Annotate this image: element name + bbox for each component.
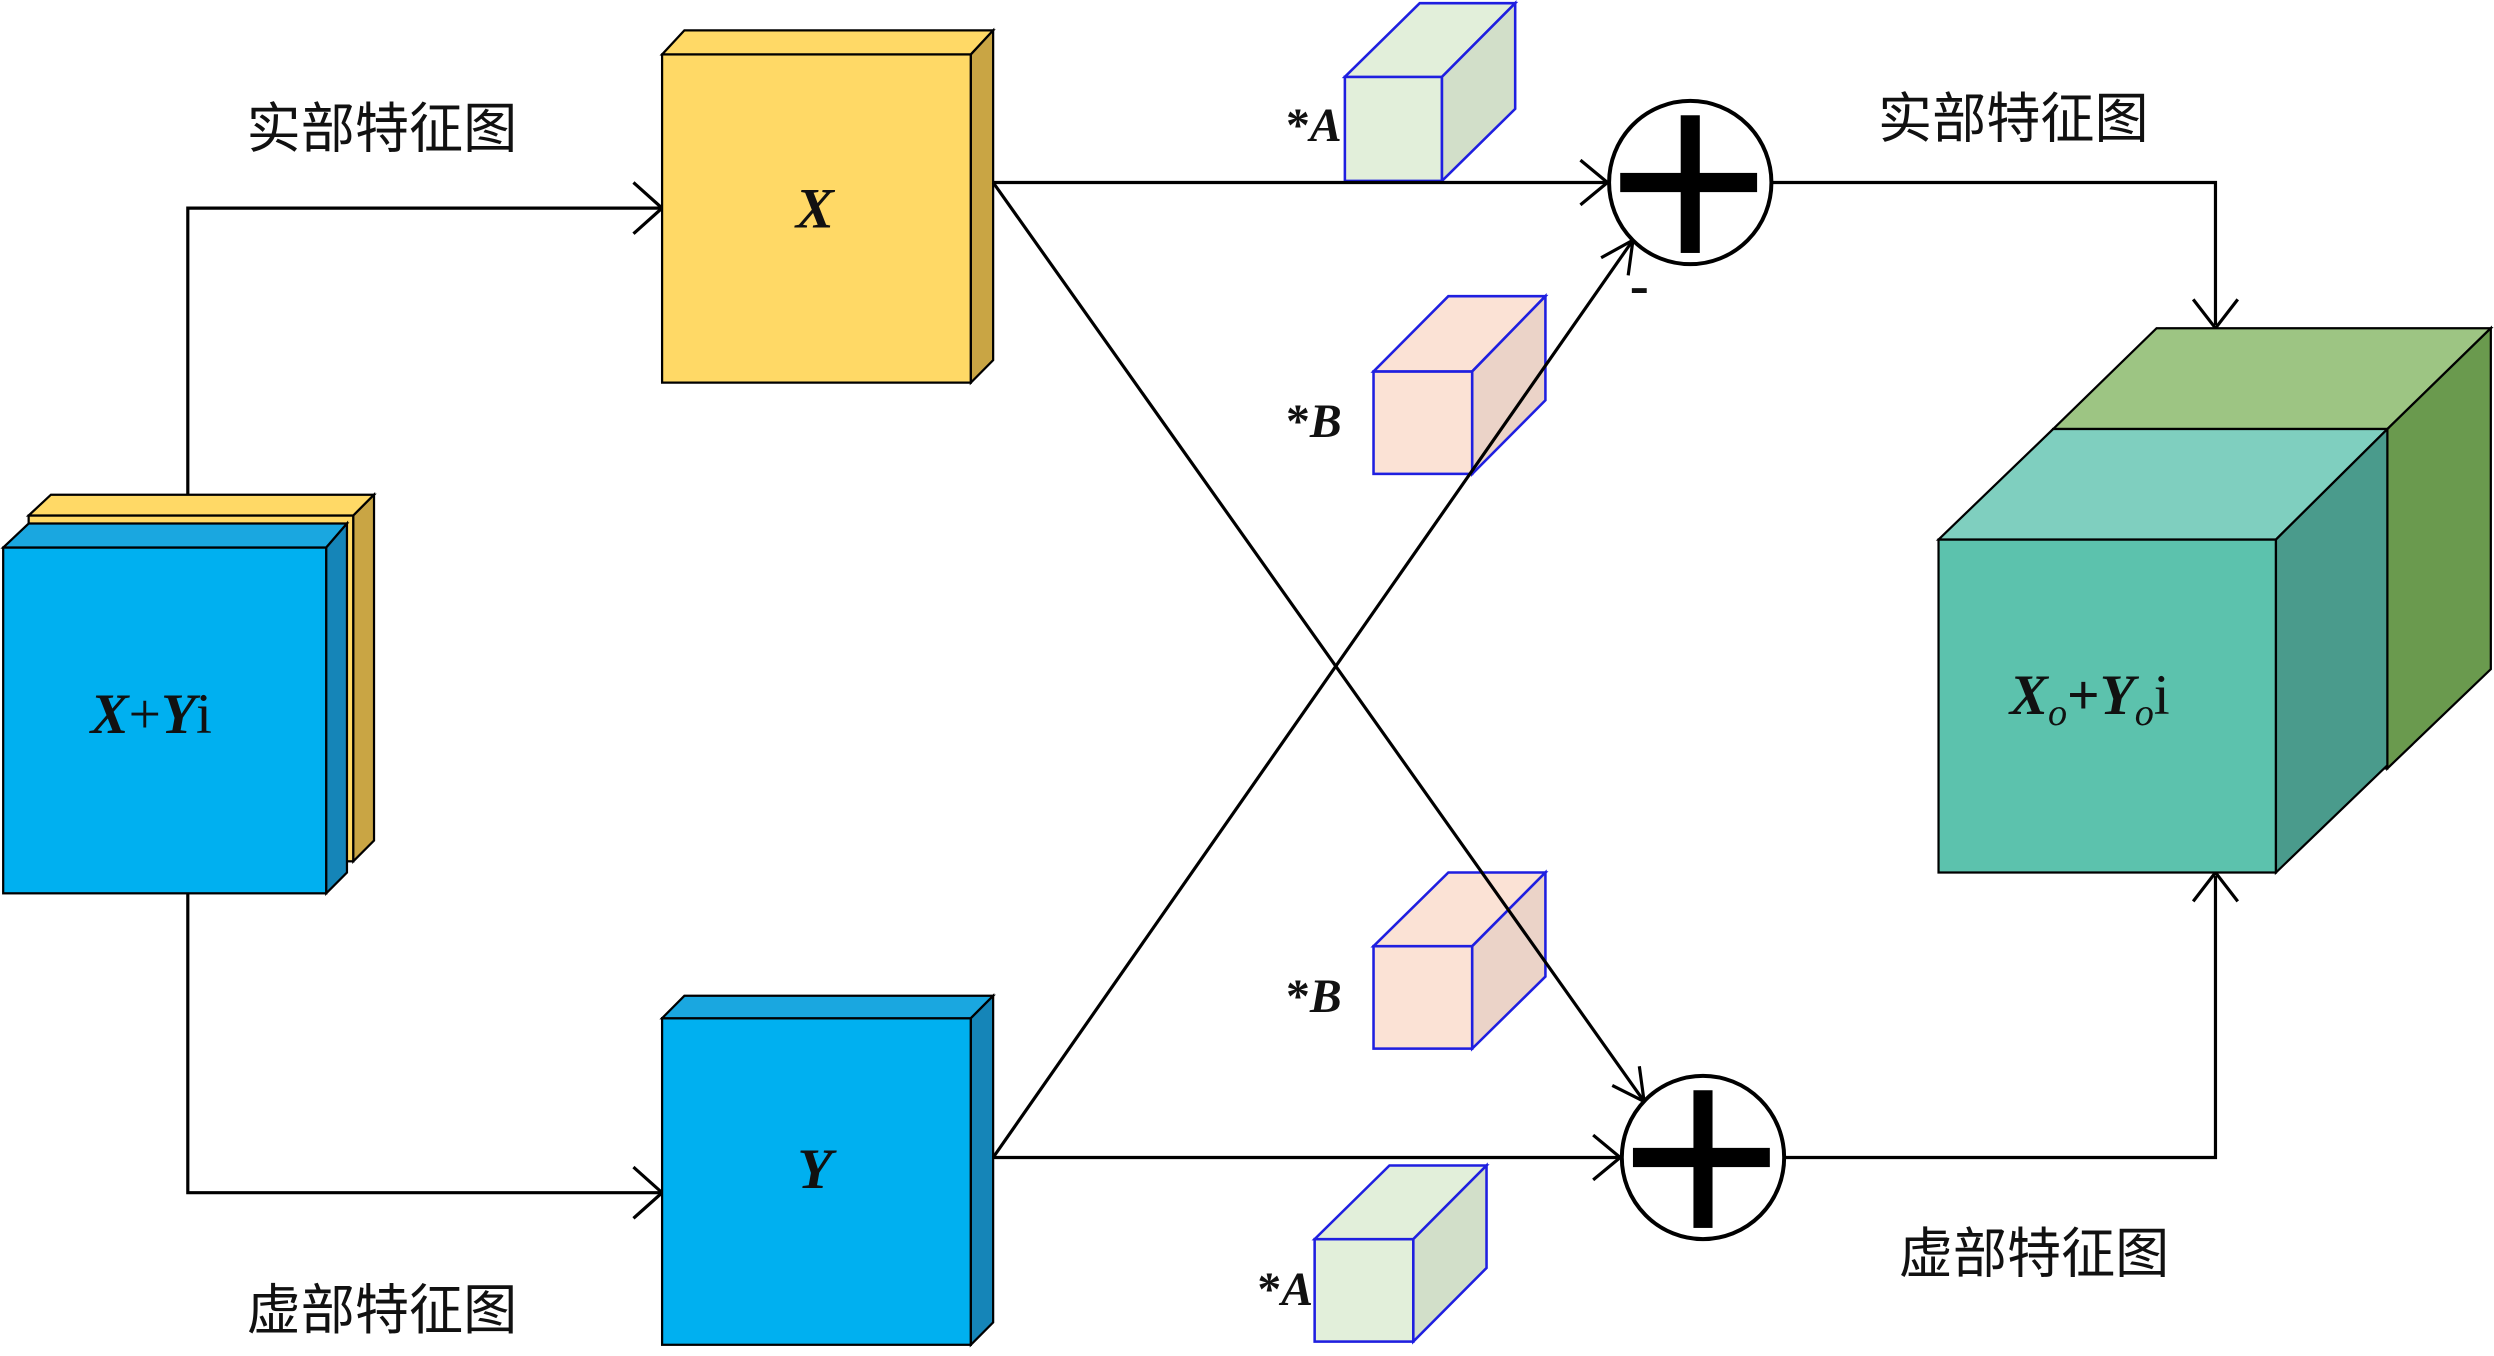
weight-top-b-side [1470,293,1547,477]
edge-x-to-bottom-sum [991,181,1646,1103]
weight-bottom-a-letter: A [1278,1263,1313,1316]
weight-top-b: *B [1286,293,1549,477]
weight-top-b-front [1372,370,1474,476]
bottom-sum-node [1619,1073,1787,1242]
weight-top-a-front [1343,75,1444,183]
output-label-i: i [2154,664,2170,727]
input-front-layer [0,520,350,897]
edge-input-to-x [186,206,661,495]
x-block-label: X [794,177,836,240]
weight-top-a-letter: A [1307,99,1342,152]
bottom-sum-plus-vertical [1693,1090,1713,1228]
label-real-feature-in: 实部特征图 [247,97,518,160]
label-imag-feature-in: 虚部特征图 [247,1279,518,1342]
output-label-plus: + [2067,664,2100,727]
output-front-face [1937,538,2278,874]
weight-bottom-a-star: * [1257,1263,1281,1316]
input-back-top-face [25,493,377,517]
output-label-x-sub: o [2048,692,2067,734]
weight-bottom-b-label: *B [1286,970,1342,1023]
edge-top-sum-to-output [1773,180,2218,325]
output-label-x: X [2008,664,2050,727]
x-side-face [969,27,995,386]
input-side-face [325,520,349,897]
weight-bottom-b-letter: B [1309,970,1342,1023]
output-side-face [2274,426,2389,876]
weight-top-a-side [1440,0,1517,184]
weight-bottom-b-star: * [1286,970,1310,1023]
input-block-label: X+Yi [88,683,211,746]
minus-sign: - [1630,254,1649,317]
label-real-feature-out: 实部特征图 [1878,88,2149,151]
weight-bottom-a-front [1313,1237,1415,1343]
input-label-y: Y [161,683,201,746]
edge-input-to-y [186,893,661,1195]
top-sum-node [1607,98,1774,267]
input-front-face [2,546,328,895]
edge-bottom-sum-to-output [1785,875,2218,1160]
top-sum-plus-vertical [1680,115,1700,253]
y-block: Y [659,993,996,1348]
label-imag-feature-out: 虚部特征图 [1899,1223,2170,1286]
weight-bottom-a: *A [1257,1162,1490,1345]
weight-top-b-letter: B [1309,395,1342,448]
input-block: X+Yi [0,491,377,897]
x-block: X [659,27,996,386]
input-label-i: i [196,683,212,746]
y-front-face [660,1017,972,1346]
weight-top-a-star: * [1286,99,1310,152]
y-block-label: Y [797,1138,837,1201]
weight-bottom-a-label: *A [1257,1263,1313,1316]
weight-bottom-a-side [1412,1162,1488,1345]
edge-y-to-top-sum [991,239,1635,1159]
output-front-cube [1935,426,2391,876]
weight-top-b-star: * [1286,395,1310,448]
output-block: Xo+Yoi [1935,325,2494,876]
output-label-y-sub: o [2135,692,2154,734]
input-back-side-face [352,491,376,865]
y-side-face [969,993,995,1348]
input-label-x: X [88,683,130,746]
input-label-plus: + [129,683,161,746]
output-label-y: Y [2100,664,2140,727]
output-block-label: Xo+Yoi [2008,664,2170,734]
y-top-face [659,994,996,1020]
weight-top-a-label: *A [1286,99,1342,152]
weight-top-a: *A [1286,0,1519,184]
weight-bottom-b-side [1470,869,1547,1052]
x-top-face [659,29,996,56]
weight-top-b-label: *B [1286,395,1342,448]
input-top-face [0,522,350,549]
weight-bottom-b: *B [1286,869,1549,1052]
x-front-face [660,53,972,384]
weight-bottom-b-front [1372,944,1474,1050]
